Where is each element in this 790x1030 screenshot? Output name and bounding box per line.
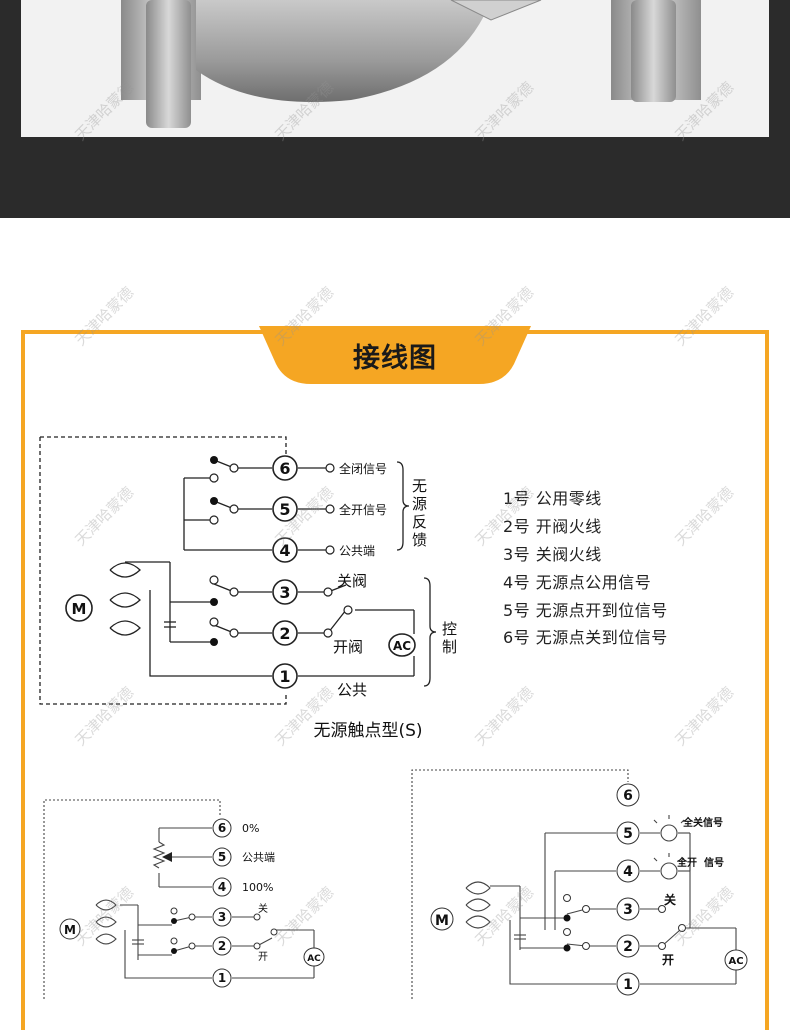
pot-terminal-2: 2 [218,939,226,953]
s-terminal-6: 6 [279,459,290,478]
s-open-label: 开阀 [333,638,363,656]
s-terminal-4: 4 [279,541,290,560]
pot-label-0pct: 0% [242,822,259,835]
lamp-terminal-6: 6 [623,788,633,804]
s-common-label: 公共 [337,681,367,699]
s-signal-4: 公共端 [339,544,375,558]
s-control-char-2: 制 [442,638,457,656]
legend-item-2: 2号 开阀火线 [503,517,602,536]
pot-terminal-4: 4 [218,880,226,894]
pot-open-label: 开 [258,952,268,963]
legend-item-5: 5号 无源点开到位信号 [503,601,668,620]
pot-terminal-6: 6 [218,821,226,835]
valve-photo [21,0,769,137]
title-tab [259,326,531,384]
legend-item-1: 1号 公用零线 [503,489,602,508]
s-feedback-char-2: 源 [412,495,427,513]
lamp-close-label: 关 [664,892,676,907]
lamp-terminal-3: 3 [623,902,633,918]
s-feedback-char-4: 馈 [412,531,427,549]
s-control-char-1: 控 [442,620,457,638]
diagram-s: 6 5 4 3 2 1 全闭信号 全开信号 公共端 无 源 反 馈 控 制 关阀… [39,436,457,741]
s-terminal-5: 5 [279,500,290,519]
s-close-label: 关阀 [337,572,367,590]
lamp-motor: M [435,913,449,929]
valve-photo-drawing [121,0,701,128]
lamp-label-all-closed: 全关信号 [682,816,723,829]
diagram-lamp: 6 5 4 3 2 1 全关信号 全开 信号 关 开 M AC [411,769,748,999]
s-terminal-1: 1 [279,667,290,686]
section-title: 接线图 [353,343,437,374]
pot-terminal-5: 5 [218,850,226,864]
pot-label-common: 公共端 [242,851,275,864]
s-feedback-char-1: 无 [412,477,427,495]
lamp-terminal-1: 1 [623,977,633,993]
diagram-pot: 6 5 4 3 2 1 0% 公共端 100% 关 开 M AC [43,799,325,999]
lamp-label-all-open-a: 全开 [676,856,697,869]
lamp-terminal-2: 2 [623,939,633,955]
legend-item-4: 4号 无源点公用信号 [503,573,652,592]
pot-terminal-1: 1 [218,971,226,985]
lamp-label-all-open-b: 信号 [704,856,724,869]
legend-item-6: 6号 无源点关到位信号 [503,628,668,647]
pot-close-label: 关 [258,902,268,915]
s-signal-6: 全闭信号 [339,461,387,476]
s-terminal-2: 2 [279,624,290,643]
pot-terminal-3: 3 [218,910,226,924]
lamp-terminal-4: 4 [623,864,633,880]
lamp-open-label: 开 [662,953,674,967]
pot-ac: AC [307,954,321,964]
lamp-terminal-5: 5 [623,826,633,842]
s-motor: M [72,600,87,618]
pot-label-100pct: 100% [242,881,273,894]
s-caption: 无源触点型(S) [313,721,422,741]
legend-item-3: 3号 关阀火线 [503,545,602,564]
pot-motor: M [64,923,76,937]
s-ac: AC [393,639,411,653]
lamp-ac: AC [728,956,743,967]
s-feedback-char-3: 反 [412,513,427,531]
s-signal-5: 全开信号 [339,502,387,517]
s-terminal-3: 3 [279,583,290,602]
